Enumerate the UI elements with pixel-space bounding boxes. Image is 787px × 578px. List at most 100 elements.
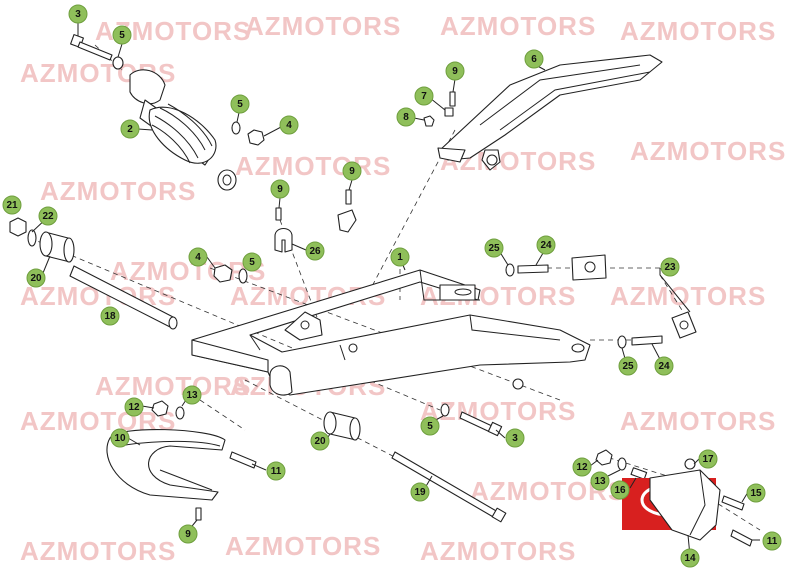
callout-label: 22: [42, 211, 54, 222]
clamp-part-26: [274, 227, 293, 253]
callout-label: 4: [195, 252, 201, 263]
callout-circle: [420, 416, 440, 436]
callout-circle: [762, 531, 782, 551]
plate-part-23: [671, 311, 697, 339]
callout-circle: [396, 107, 416, 127]
callout-badge-23: 23: [660, 257, 680, 277]
watermark: AZMOTORS: [235, 151, 391, 181]
callout-badge-7: 7: [414, 86, 434, 106]
callout-label: 4: [286, 120, 292, 131]
clamp-part-26: [337, 209, 357, 233]
sleeve-part-7: [444, 107, 454, 117]
nut-part-4: [247, 129, 265, 146]
callout-circle: [414, 86, 434, 106]
callout-label: 24: [658, 361, 670, 372]
axle-part-19: [391, 451, 507, 523]
watermark-layer: AZMOTORS AZMOTORS AZMOTORS AZMOTORS AZMO…: [20, 11, 785, 566]
callout-badge-9: 9: [342, 161, 362, 181]
callout-circle: [590, 471, 610, 491]
callout-badge-3: 3: [68, 4, 88, 24]
callout-circle: [2, 195, 22, 215]
shock-absorber-part-2: [129, 69, 237, 191]
bolt-part-15: [721, 495, 745, 511]
callout-badge-25: 25: [618, 356, 638, 376]
callout-badge-5: 5: [230, 94, 250, 114]
nut-part-4: [213, 264, 233, 283]
pin-part-9: [345, 189, 352, 205]
callout-label: 14: [684, 553, 696, 564]
bolt-part-24: [631, 335, 663, 346]
callout-badge-13: 13: [590, 471, 610, 491]
callout-label: 5: [427, 421, 433, 432]
callout-badge-8: 8: [396, 107, 416, 127]
callout-circle: [572, 457, 592, 477]
callout-label: 24: [540, 240, 552, 251]
callout-label: 25: [488, 243, 500, 254]
callout-circle: [305, 241, 325, 261]
callout-badge-19: 19: [410, 482, 430, 502]
callout-circle: [445, 61, 465, 81]
callout-badge-26: 26: [305, 241, 325, 261]
callout-badge-1: 1: [390, 247, 410, 267]
callout-badge-2: 2: [120, 119, 140, 139]
callout-label: 18: [104, 311, 116, 322]
watermark: AZMOTORS: [620, 406, 776, 436]
washer-part-5: [112, 56, 124, 70]
nut-part-21: [9, 217, 27, 237]
watermark: AZMOTORS: [225, 531, 381, 561]
chain-adjuster-part-14: [622, 458, 721, 541]
callout-circle: [746, 483, 766, 503]
bushing-part-20: [39, 231, 75, 263]
callout-badge-11: 11: [266, 461, 286, 481]
bushing-part-20: [323, 411, 361, 441]
callout-circle: [610, 480, 630, 500]
washer-part-22: [27, 229, 37, 247]
callout-label: 10: [114, 433, 126, 444]
washer-part-25: [505, 263, 515, 277]
washer-part-13: [175, 406, 185, 420]
callout-label: 19: [414, 487, 426, 498]
chain-guide-part-10: [106, 429, 226, 501]
washer-part-5: [231, 121, 241, 135]
callout-badge-21: 21: [2, 195, 22, 215]
callout-circle: [410, 482, 430, 502]
callout-badge-9: 9: [445, 61, 465, 81]
callout-circle: [26, 268, 46, 288]
callout-label: 20: [30, 273, 42, 284]
callout-label: 1: [397, 252, 403, 263]
nut-part-12: [595, 449, 613, 466]
callout-badge-11: 11: [762, 531, 782, 551]
callout-badge-14: 14: [680, 548, 700, 568]
callout-label: 13: [186, 390, 198, 401]
callout-label: 13: [594, 476, 606, 487]
callout-label: 11: [271, 466, 282, 477]
bolt-part-11: [229, 451, 257, 469]
callout-label: 8: [403, 112, 409, 123]
callout-badge-20: 20: [310, 431, 330, 451]
swingarm-part-1: [191, 269, 591, 396]
callout-label: 16: [614, 485, 626, 496]
callout-label: 26: [309, 246, 321, 257]
watermark: AZMOTORS: [620, 16, 776, 46]
callout-label: 5: [119, 30, 125, 41]
callout-circle: [182, 385, 202, 405]
callout-label: 9: [349, 166, 355, 177]
pin-part-9: [449, 91, 456, 107]
callout-circle: [698, 449, 718, 469]
callout-label: 17: [702, 454, 714, 465]
callout-label: 2: [127, 124, 133, 135]
plate-part-23: [571, 254, 607, 281]
top-bolt-part-3: [70, 34, 113, 61]
callout-badge-13: 13: [182, 385, 202, 405]
callout-label: 12: [128, 402, 140, 413]
callout-circle: [524, 49, 544, 69]
callout-circle: [266, 461, 286, 481]
callout-badge-3: 3: [505, 428, 525, 448]
callout-circle: [310, 431, 330, 451]
callout-circle: [618, 356, 638, 376]
callout-label: 12: [576, 462, 588, 473]
callout-label: 7: [421, 91, 427, 102]
callout-badge-24: 24: [536, 235, 556, 255]
watermark: AZMOTORS: [610, 281, 766, 311]
watermark: AZMOTORS: [95, 371, 251, 401]
